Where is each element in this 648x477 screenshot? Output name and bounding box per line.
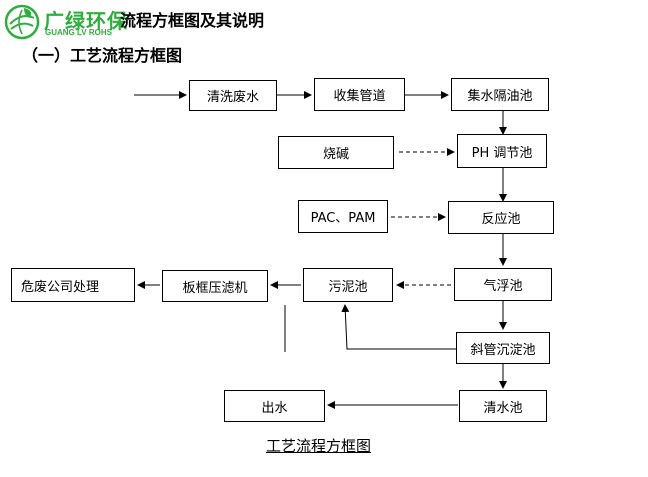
node-effluent: 出水 — [224, 390, 325, 422]
node-ph-tank: PH 调节池 — [457, 134, 547, 168]
node-oil-separation-tank: 集水隔油池 — [451, 78, 549, 111]
node-sludge-tank: 污泥池 — [303, 268, 393, 302]
section-heading: 流程方框图及其说明 — [120, 11, 265, 30]
node-coagulants: PAC、PAM — [298, 200, 388, 233]
edge-settler-to-sludge — [341, 304, 456, 350]
node-clear-water-tank: 清水池 — [459, 390, 547, 422]
globe-leaf-icon — [4, 4, 40, 40]
logo-brand-cn: 广绿环保 — [44, 9, 128, 33]
node-filter-press: 板框压滤机 — [162, 270, 268, 302]
node-hazardous-disposal: 危废公司处理 — [11, 268, 135, 302]
logo-brand-en: GUANG LV ROHS — [45, 28, 112, 37]
node-wastewater: 清洗废水 — [189, 80, 277, 111]
subsection-heading: （一）工艺流程方框图 — [22, 46, 183, 65]
node-caustic-soda: 烧碱 — [278, 136, 394, 169]
node-reaction-tank: 反应池 — [448, 201, 554, 234]
node-collection-pipe: 收集管道 — [314, 78, 405, 111]
logo: 广绿环保 GUANG LV ROHS — [4, 2, 132, 42]
node-inclined-tube-settler: 斜管沉淀池 — [456, 332, 550, 364]
diagram-caption: 工艺流程方框图 — [266, 437, 372, 455]
node-air-flotation-tank: 气浮池 — [454, 268, 552, 301]
